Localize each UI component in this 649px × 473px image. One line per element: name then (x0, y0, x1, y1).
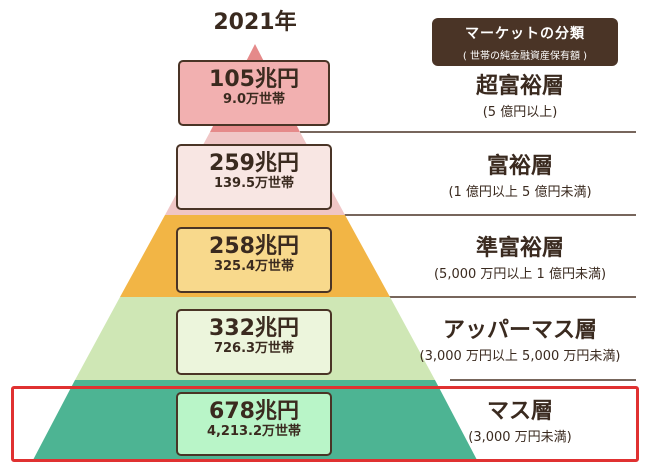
tier-households: 325.4万世帯 (213, 259, 295, 274)
tier-name: 準富裕層 (475, 236, 564, 261)
tier-households: 139.5万世帯 (213, 176, 295, 191)
tier-name: アッパーマス層 (442, 318, 597, 343)
tier-label-semi-wealthy: 準富裕層 (5,000 万円以上 1 億円未満) (400, 236, 640, 284)
tier-amount: 678兆円 (209, 399, 299, 424)
tier-amount: 105兆円 (209, 67, 299, 92)
highlight-frame-mass (11, 386, 639, 462)
tier-range: (5 億円以上) (482, 105, 558, 120)
tier-label-upper-mass: アッパーマス層 (3,000 万円以上 5,000 万円未満) (400, 318, 640, 366)
tier-households: 4,213.2万世帯 (206, 424, 302, 439)
tier-amount: 332兆円 (209, 316, 299, 341)
tier-name: 超富裕層 (475, 74, 564, 99)
legend-title: マーケットの分類 (465, 26, 585, 42)
tier-range: (1 億円以上 5 億円未満) (448, 185, 592, 200)
tier-amount: 259兆円 (209, 151, 299, 176)
tier-name: マス層 (486, 399, 553, 424)
tier-amount: 258兆円 (209, 234, 299, 259)
tier-households: 726.3万世帯 (213, 341, 295, 356)
tier-label-ultra-wealthy: 超富裕層 (5 億円以上) (400, 74, 640, 122)
tier-range: (5,000 万円以上 1 億円未満) (433, 267, 607, 282)
tier-label-mass: マス層 (3,000 万円未満) (400, 399, 640, 447)
tier-box-upper-mass: 332兆円 726.3万世帯 (176, 309, 332, 375)
tier-range: (3,000 万円未満) (468, 430, 572, 445)
tier-name: 富裕層 (486, 154, 553, 179)
tier-box-wealthy: 259兆円 139.5万世帯 (176, 144, 332, 210)
tier-label-wealthy: 富裕層 (1 億円以上 5 億円未満) (400, 154, 640, 202)
tier-households: 9.0万世帯 (222, 92, 286, 107)
tier-box-semi-wealthy: 258兆円 325.4万世帯 (176, 227, 332, 293)
legend-subtitle: ( 世帯の純金融資産保有額 ) (462, 51, 588, 62)
tier-box-mass: 678兆円 4,213.2万世帯 (176, 392, 332, 456)
legend-box: マーケットの分類 ( 世帯の純金融資産保有額 ) (432, 18, 618, 66)
year-label: 2021年 (213, 10, 297, 35)
tier-range: (3,000 万円以上 5,000 万円未満) (419, 349, 621, 364)
tier-box-ultra-wealthy: 105兆円 9.0万世帯 (178, 60, 330, 126)
